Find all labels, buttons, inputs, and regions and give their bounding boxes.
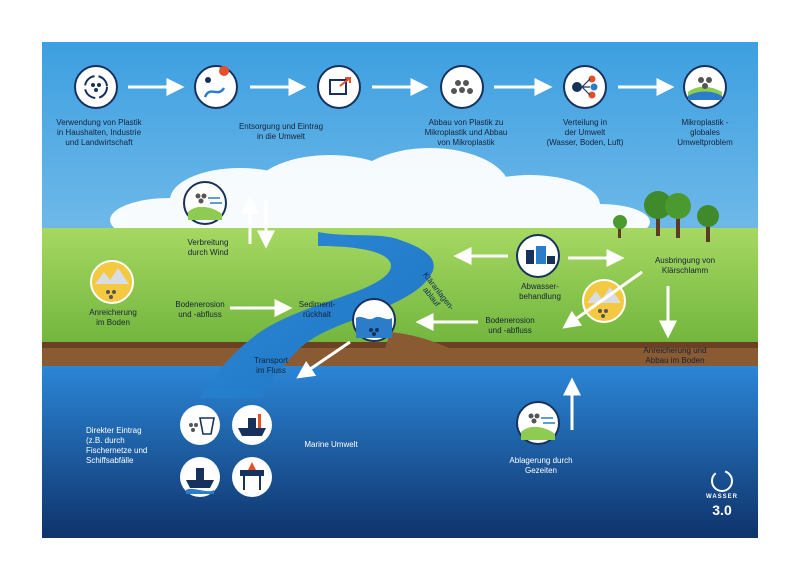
step-label-global: Mikroplastik - globales Umweltproblem: [677, 118, 733, 147]
step-icon-5: [563, 65, 607, 109]
land-flow-arrows: [230, 247, 677, 430]
brand-version: 3.0: [712, 502, 732, 518]
label-erosion-left: Bodenerosion und -abfluss: [175, 300, 225, 319]
tides-icon: [516, 401, 560, 445]
label-soil-accumulation: Anreicherung im Boden: [89, 308, 137, 327]
label-wind: Verbreitung durch Wind: [187, 238, 229, 257]
label-direct-input: Direkter Eintrag (z.B. durch Fischernetz…: [86, 426, 148, 465]
label-river-transport: Transport im Fluss: [254, 356, 288, 375]
step-icon-1: [74, 65, 118, 109]
river-bank: [380, 332, 480, 366]
step-label-usage: Verwendung von Plastik in Haushalten, In…: [56, 118, 142, 147]
label-sludge: Ausbringung von Klärschlamm: [654, 256, 716, 275]
label-marine: Marine Umwelt: [304, 440, 358, 449]
step-label-degradation: Abbau von Plastik zu Mikroplastik und Ab…: [424, 118, 508, 147]
wind-arrows: [241, 195, 275, 249]
sludge-soil-icon: [582, 279, 626, 323]
brand-name: WASSER: [705, 494, 738, 500]
sea: [42, 366, 758, 538]
step-icon-6: [683, 65, 727, 109]
brand-logo-icon: [711, 470, 733, 492]
soil-accumulation-icon: [90, 260, 134, 304]
trees: [613, 191, 719, 242]
step-label-disposal: Entsorgung und Eintrag in die Umwelt: [238, 122, 324, 141]
label-wastewater: Abwasser- behandlung: [519, 282, 561, 301]
step-icon-4: [440, 65, 484, 109]
label-erosion-right: Bodenerosion und -abfluss: [485, 316, 535, 335]
marine-icon-trawler: [180, 457, 220, 497]
label-sediment: Sediment- rückhalt: [298, 300, 336, 319]
river: [200, 232, 434, 398]
marine-icon-basket: [180, 405, 220, 445]
wastewater-plant-icon: [516, 234, 560, 278]
step-label-distribution: Verteilung in der Umwelt (Wasser, Boden,…: [546, 118, 624, 147]
treatment-outflow-icon: [352, 298, 396, 342]
marine-icon-oil-rig: [232, 457, 272, 497]
step-icon-2: [194, 65, 238, 109]
label-tides: Ablagerung durch Gezeiten: [509, 456, 573, 475]
marine-icon-ship: [232, 405, 272, 445]
label-accumulation-right: Anreicherung und Abbau im Boden: [643, 346, 707, 365]
wind-icon: [183, 181, 227, 225]
step-icon-3: [317, 65, 361, 109]
